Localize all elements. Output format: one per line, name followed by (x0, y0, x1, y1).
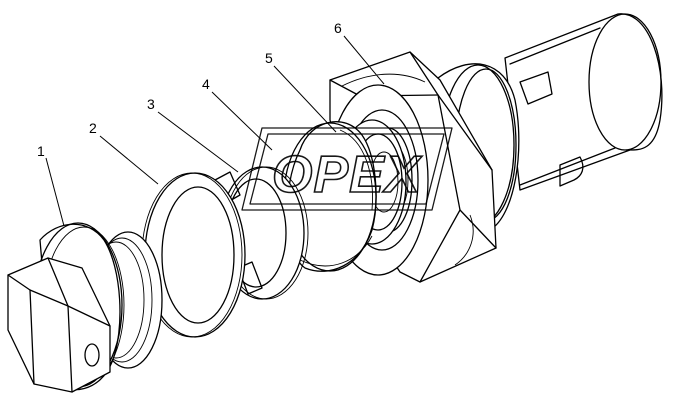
part-2-washer (141, 172, 246, 338)
leader-2 (99, 135, 159, 185)
callout-labels: 1 2 3 4 5 6 (37, 20, 342, 159)
leader-lines (45, 35, 385, 227)
watermark-text: OPEX (272, 146, 423, 204)
callout-6: 6 (334, 20, 342, 36)
leader-3 (157, 111, 239, 173)
leader-5 (273, 65, 337, 133)
callout-5: 5 (265, 50, 273, 66)
callout-3: 3 (147, 96, 155, 112)
callout-2: 2 (89, 120, 97, 136)
callout-1: 1 (37, 143, 45, 159)
part-1-hex-plug (7, 222, 163, 393)
leader-6 (343, 35, 385, 85)
opex-watermark: OPEX (241, 127, 453, 211)
leader-1 (45, 157, 65, 227)
part-4-ball (283, 121, 377, 272)
leader-4 (211, 91, 273, 151)
callout-4: 4 (202, 76, 210, 92)
